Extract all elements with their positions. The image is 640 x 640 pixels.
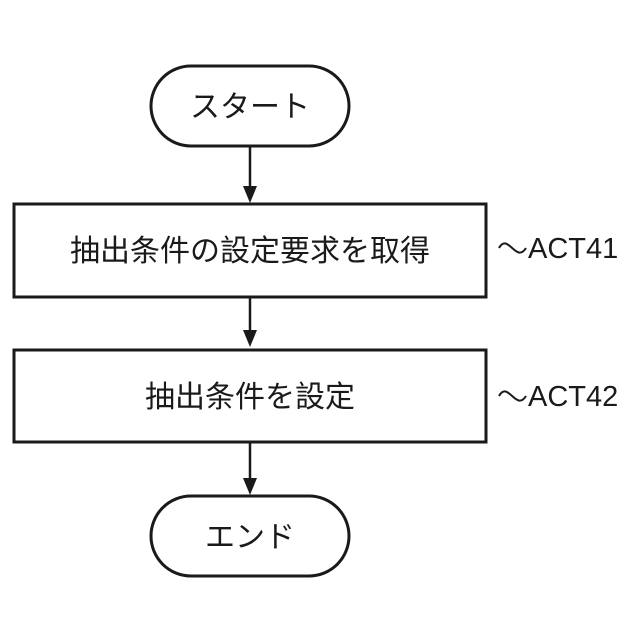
act41-leader-line [499, 243, 526, 252]
arrow-act42-to-end [243, 442, 257, 495]
act42-text: 抽出条件を設定 [145, 380, 355, 415]
act42-step-label: ACT42 [528, 381, 618, 413]
act41-node: 抽出条件の設定要求を取得 [14, 204, 486, 297]
end-node: エンド [151, 496, 349, 576]
arrowhead [243, 330, 257, 347]
end-label: エンド [205, 520, 295, 555]
start-node: スタート [151, 66, 349, 146]
start-label: スタート [190, 90, 310, 125]
act41-step-annotation: ACT41 [499, 233, 618, 265]
act42-step-annotation: ACT42 [499, 381, 618, 413]
act41-step-label: ACT41 [528, 233, 618, 265]
act42-leader-line [499, 391, 526, 400]
act42-node: 抽出条件を設定 [14, 350, 486, 442]
act41-text: 抽出条件の設定要求を取得 [70, 234, 430, 269]
arrowhead [243, 186, 257, 203]
arrowhead [243, 478, 257, 495]
arrow-act41-to-act42 [243, 297, 257, 347]
arrow-start-to-act41 [243, 146, 257, 203]
